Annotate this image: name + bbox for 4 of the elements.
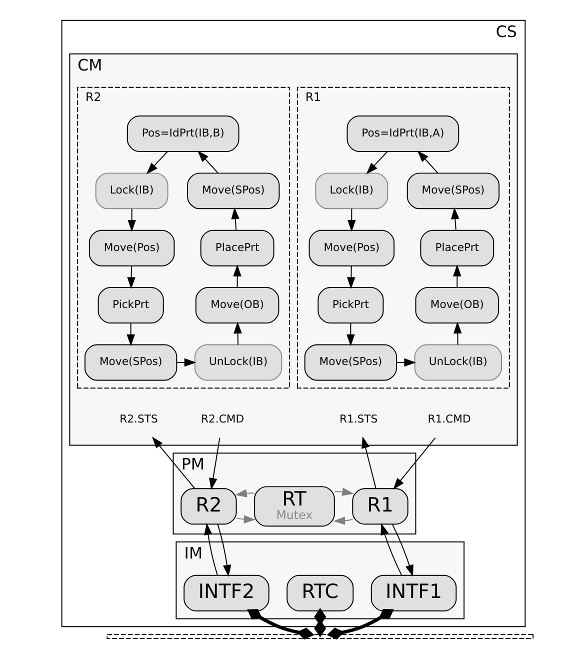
node-text: R2.CMD <box>200 412 244 426</box>
node-text: R1.CMD <box>428 412 471 426</box>
node-text: R2.STS <box>120 412 158 426</box>
node-text: R1.STS <box>339 412 378 426</box>
